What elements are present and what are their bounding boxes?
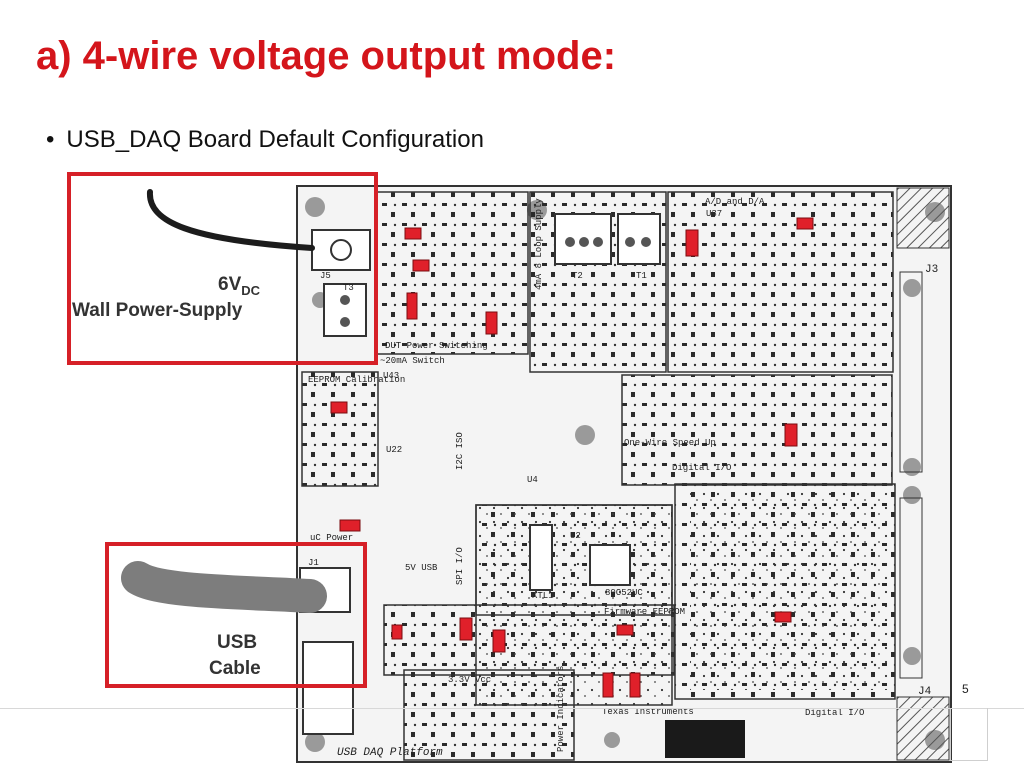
power-cable <box>146 189 315 251</box>
header-j3 <box>899 271 923 473</box>
label-u2: U2 <box>570 531 581 541</box>
bullet-item: • USB_DAQ Board Default Configuration <box>46 126 484 154</box>
usb-label-line1: USB <box>217 632 257 653</box>
label-usb-vbus: 5V USB <box>405 563 438 573</box>
label-digital-io-top: Digital I/O <box>672 463 731 473</box>
label-u4: U4 <box>527 475 538 485</box>
label-j3: J3 <box>925 264 938 276</box>
label-u43: U43 <box>383 371 399 381</box>
power-voltage-subscript: DC <box>241 283 260 298</box>
hatched-corner-bottom <box>896 696 950 761</box>
label-eeprom-cal: EEPROM Calibration <box>308 375 405 385</box>
terminal-block-t1 <box>617 213 661 265</box>
power-highlight-box <box>67 172 378 365</box>
label-u37: U37 <box>706 209 722 219</box>
black-block <box>665 720 745 758</box>
label-j4: J4 <box>918 686 932 698</box>
label-spi-io: SPI I/O <box>455 547 465 585</box>
label-xtl1: XTL1 <box>532 591 554 601</box>
header-j4 <box>899 497 923 679</box>
usb-highlight-box <box>105 542 367 688</box>
ic-u2 <box>589 544 631 586</box>
label-platform: USB DAQ Platform <box>337 747 443 759</box>
bullet-dot: • <box>46 126 55 153</box>
power-voltage-label: 6VDC <box>218 274 261 298</box>
usb-cable <box>121 561 327 613</box>
label-company: Texas Instruments <box>602 707 694 717</box>
section-power-switching <box>374 191 529 355</box>
label-switch-20ma: ~20mA Switch <box>380 356 445 366</box>
label-one-wire: One-Wire Speed Up <box>624 438 716 448</box>
label-loop-supply: 4mA 8 Loop Supply <box>534 198 544 290</box>
slide-number: 5 <box>962 682 969 696</box>
usb-label-line2: Cable <box>209 658 261 679</box>
hatched-corner-top <box>896 187 950 249</box>
label-80c52uc: 80C52UC <box>605 588 643 598</box>
label-firmware-eeprom: Firmware EEPROM <box>604 607 685 617</box>
label-u22: U22 <box>386 445 402 455</box>
section-eeprom-cal <box>301 371 379 487</box>
section-one-wire <box>621 374 893 486</box>
footer-frame <box>950 708 988 761</box>
label-t2: T2 <box>572 271 583 281</box>
label-j1: J1 <box>308 558 319 568</box>
label-uc-power: uC Power <box>310 533 353 543</box>
label-t3: T3 <box>343 283 354 293</box>
section-uc-center <box>475 504 673 706</box>
section-ad-da <box>667 191 894 373</box>
label-j5: J5 <box>320 271 331 281</box>
label-t1: T1 <box>636 271 647 281</box>
bullet-text: USB_DAQ Board Default Configuration <box>66 126 484 153</box>
jumpers <box>330 217 814 698</box>
footer-divider <box>0 708 1024 709</box>
terminal-block-t3 <box>323 283 367 337</box>
label-digital-io-bottom: Digital I/O <box>805 708 864 718</box>
slide-title: a) 4-wire voltage output mode: <box>36 34 617 78</box>
label-rail-3v3: 3.3V Vcc <box>448 675 491 685</box>
label-power-switching: DUT Power Switching <box>385 341 488 351</box>
crystal-xtl1 <box>529 524 553 591</box>
label-i2c: I2C ISO <box>455 432 465 470</box>
label-ad-da: A/D and D/A <box>705 197 765 207</box>
power-supply-label: Wall Power-Supply <box>72 300 243 321</box>
digital-io-field <box>690 490 890 690</box>
